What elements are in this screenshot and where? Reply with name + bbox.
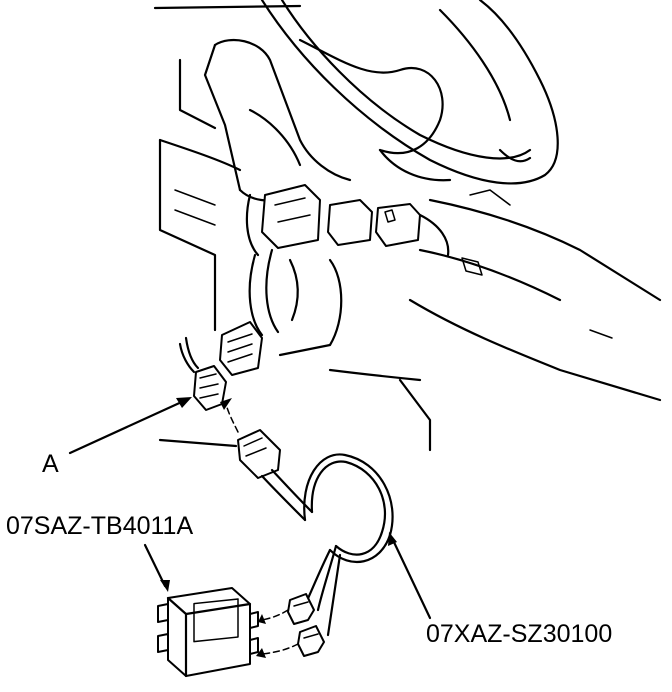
harness-plug bbox=[237, 429, 314, 522]
dashboard-panel bbox=[328, 189, 662, 452]
leader-lines bbox=[68, 397, 432, 620]
steering-wheel bbox=[153, 0, 559, 185]
harness-label: 07XAZ-SZ30100 bbox=[426, 620, 613, 648]
harness-end-plugs bbox=[287, 593, 325, 657]
connection-arrows bbox=[220, 398, 299, 658]
connector-a bbox=[178, 336, 227, 411]
connector-a-label: A bbox=[42, 450, 59, 478]
vehicle-harness bbox=[219, 248, 343, 376]
tester-box-label: 07SAZ-TB4011A bbox=[6, 512, 194, 540]
tester-box bbox=[157, 587, 259, 678]
steering-column bbox=[158, 38, 352, 332]
coiled-harness bbox=[303, 453, 394, 637]
column-connectors bbox=[245, 184, 450, 257]
